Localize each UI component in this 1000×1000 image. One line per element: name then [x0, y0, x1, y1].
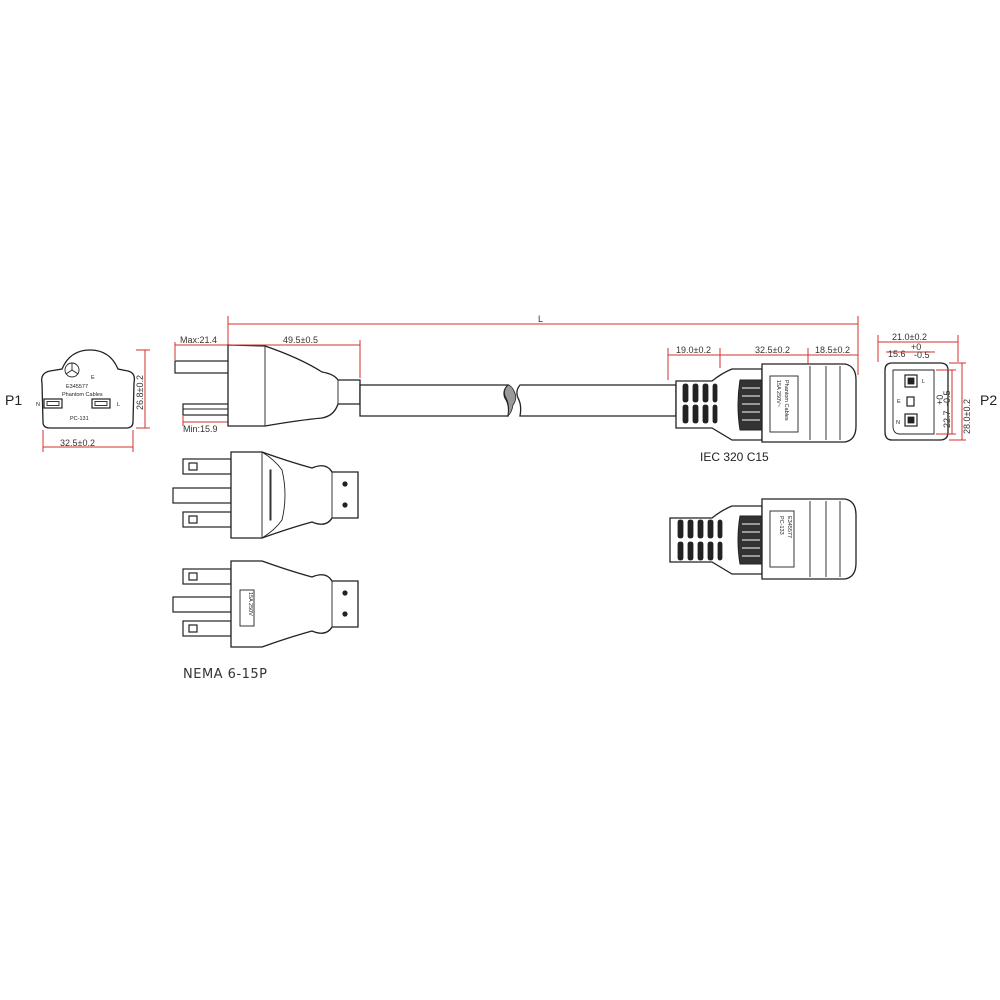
p2-face-outline [884, 362, 949, 441]
nema2-ground-pin [172, 596, 232, 613]
c15-dim-b: 32.5±0.2 [755, 345, 790, 355]
p2-inner-tol-plus: +0 [911, 342, 921, 352]
p2-face-view: E L N 21.0±0.2 15.6 +0 -0.5 22.7 +0 -0.5… [877, 332, 997, 441]
c15-dim-a: 19.0±0.2 [676, 345, 711, 355]
c15-head [761, 363, 857, 443]
p2-inner-tol-minus: -0.5 [914, 350, 930, 360]
p1-line-blade [91, 398, 111, 409]
p2-label: P2 [980, 392, 997, 408]
plug-blade-top [174, 360, 231, 374]
p2-l-label: L [922, 379, 925, 385]
p2-e-label: E [897, 399, 901, 405]
c15-lower-model: PC-133 [778, 516, 784, 535]
p2-h-inner-dim: 22.7 [942, 410, 952, 428]
p2-h-outer-dim: 28.0±0.2 [962, 399, 972, 434]
c15-lower-cert: E345577 [786, 516, 792, 538]
iec-label: IEC 320 C15 [700, 450, 769, 464]
nema-plug-view-2: 15A 250V NEMA 6-15P [172, 560, 359, 682]
cable-right [516, 384, 677, 417]
p2-top-dim: 21.0±0.2 [892, 332, 927, 342]
p1-cert-text: E345577 [66, 384, 88, 390]
c15-label-plate [769, 375, 799, 433]
p1-model-text: PC-131 [70, 416, 89, 422]
nema1-body [230, 451, 359, 539]
nema2-rating-plate [239, 589, 255, 627]
c15-lower-head [761, 498, 857, 580]
plug-max-dim: Max:21.4 [180, 335, 217, 345]
p1-l-label: L [117, 402, 120, 408]
p2-inner-dim: 15.6 [888, 349, 906, 359]
nema-label: NEMA 6-15P [183, 667, 268, 682]
cable-left [359, 384, 510, 417]
c15-rating-text: 15A 250V~ [775, 380, 781, 407]
c15-grip-ribs [737, 379, 763, 431]
c15-lower-label-plate [769, 510, 795, 568]
p1-width-dim: 32.5±0.2 [60, 438, 95, 448]
p2-n-label: N [896, 420, 900, 426]
p2-h-inner-tol-plus: +0 [935, 395, 945, 405]
nema2-rating-text: 15A 250V [247, 592, 253, 616]
c15-connector-side: Phantom Cables 15A 250V~ [675, 363, 857, 443]
nema-plug-view-1 [172, 451, 359, 539]
c15-dim-c: 18.5±0.2 [815, 345, 850, 355]
p1-earth-label: E [91, 375, 95, 381]
p2-h-inner-tol-minus: -0.5 [942, 390, 952, 406]
p1-brand-text: Phantom Cables [62, 392, 103, 398]
cable-assembly-side-view: L Max:21.4 Min:15.9 49.5±0.5 [174, 314, 859, 464]
p1-n-label: N [36, 402, 40, 408]
length-dim: L [538, 314, 543, 324]
cable-break-mark [504, 384, 517, 418]
p1-face-view: P1 E E345577 Phantom Cables N L PC-131 3… [5, 349, 150, 452]
nema2-body [230, 560, 359, 648]
c15-brand-text: Phantom Cables [783, 380, 789, 421]
plug-body [227, 344, 361, 427]
plug-blade-bottom [182, 403, 231, 416]
plug-body-dim: 49.5±0.5 [283, 335, 318, 345]
p2-earth-slot [906, 396, 915, 407]
nema1-ground-pin [172, 487, 232, 504]
plug-min-dim: Min:15.9 [183, 424, 218, 434]
p1-height-dim: 26.8±0.2 [135, 375, 145, 410]
c15-connector-lower-view: PC-133 E345577 [669, 498, 857, 580]
p1-label: P1 [5, 392, 22, 408]
p1-neutral-blade [43, 398, 63, 409]
